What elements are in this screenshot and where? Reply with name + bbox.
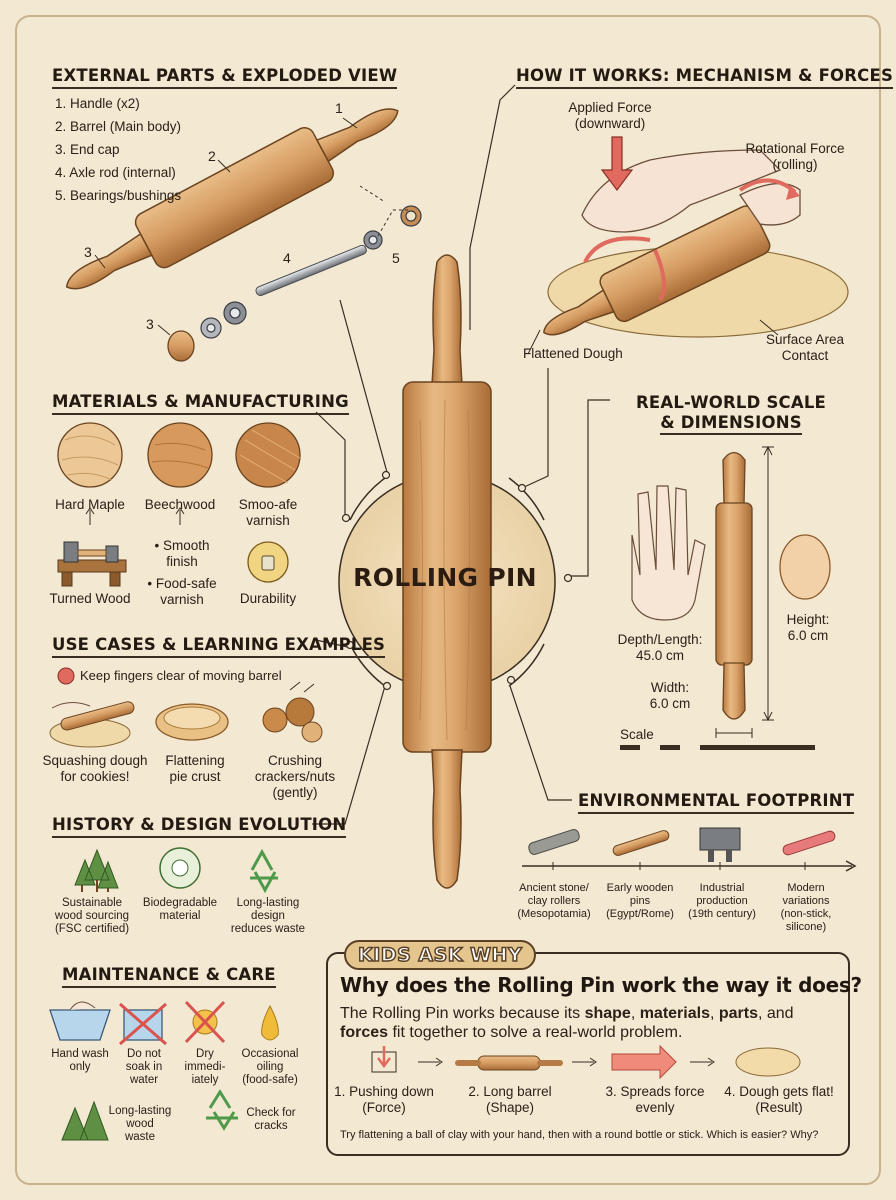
kids-step-label: 1. Pushing down(Force) (334, 1084, 434, 1115)
maintenance-icons (49, 1000, 279, 1141)
beechwood-label: Beechwood (144, 497, 216, 512)
connector-lines (312, 84, 610, 825)
lathe-icon (57, 541, 127, 587)
durability-label: Durability (239, 591, 297, 606)
timeline-label: Ancient stone/clay rollers(Mesopotamia) (517, 882, 591, 920)
environmental-header: ENVIRONMENTAL FOOTPRINT (578, 791, 855, 814)
part-callout: 3 (146, 316, 154, 332)
parts-list-item: 2. Barrel (Main body) (55, 119, 182, 134)
depth-label: Depth/Length:45.0 cm (617, 632, 703, 663)
history-header: HISTORY & DESIGN EVOLUTION (52, 815, 347, 838)
maintenance-header: MAINTENANCE & CARE (62, 965, 276, 988)
scale-header: REAL-WORLD SCALE & DIMENSIONS (636, 393, 826, 437)
kids-step-label: 4. Dough gets flat!(Result) (724, 1084, 834, 1115)
flattened-dough-label: Flattened Dough (523, 346, 623, 361)
use-cases-header: USE CASES & LEARNING EXAMPLES (52, 635, 386, 658)
exploded-pin (65, 108, 422, 362)
part-callout: 3 (84, 244, 92, 260)
width-label: Width:6.0 cm (649, 680, 691, 711)
how-it-works-header: HOW IT WORKS: MECHANISM & FORCES (516, 66, 894, 89)
rotational-force-label: Rotational Force(rolling) (745, 141, 845, 172)
connector-dots (341, 470, 573, 691)
applied-force-label: Applied Force(downward) (568, 100, 652, 131)
materials-header: MATERIALS & MANUFACTURING (52, 392, 349, 415)
kids-question: Why does the Rolling Pin work the way it… (340, 973, 862, 997)
parts-list-item: 3. End cap (55, 142, 120, 157)
durability-icon (247, 541, 289, 583)
parts-list-item: 1. Handle (x2) (55, 96, 140, 111)
part-callout: 1 (335, 100, 343, 116)
parts-list-item: 5. Bearings/bushings (55, 188, 182, 203)
material-swatches (57, 422, 301, 525)
height-label: Height:6.0 cm (786, 612, 830, 643)
part-callout: 4 (283, 250, 291, 266)
central-rolling-pin (402, 254, 492, 889)
evolution-timeline (522, 827, 857, 872)
part-callout: 2 (208, 148, 216, 164)
parts-list-item: 4. Axle rod (internal) (55, 165, 176, 180)
sustainability-icons (74, 847, 278, 894)
hard-maple-label: Hard Maple (55, 497, 125, 512)
kids-explanation: The Rolling Pin works because its shape,… (340, 1005, 794, 1041)
kids-activity-footer: Try flattening a ball of clay with your … (340, 1129, 819, 1141)
kids-step-label: 2. Long barrel(Shape) (468, 1084, 552, 1115)
external-parts-header: EXTERNAL PARTS & EXPLODED VIEW (52, 66, 398, 89)
kids-ask-why-panel (326, 952, 850, 1156)
page-frame (15, 15, 881, 1185)
hands-rolling-dough (527, 136, 849, 355)
scale-illustrations (620, 445, 831, 750)
center-title: ROLLING PIN (353, 563, 537, 592)
part-callout: 5 (392, 250, 400, 266)
kids-ask-why-tag: KIDS ASK WHY (344, 940, 537, 970)
safety-warning: Keep fingers clear of moving barrel (80, 668, 282, 683)
scale-bar-label: Scale (620, 727, 654, 742)
kids-step-illustrations (371, 1044, 801, 1080)
turned-wood-label: Turned Wood (49, 591, 131, 606)
use-case-illustrations (49, 667, 323, 748)
